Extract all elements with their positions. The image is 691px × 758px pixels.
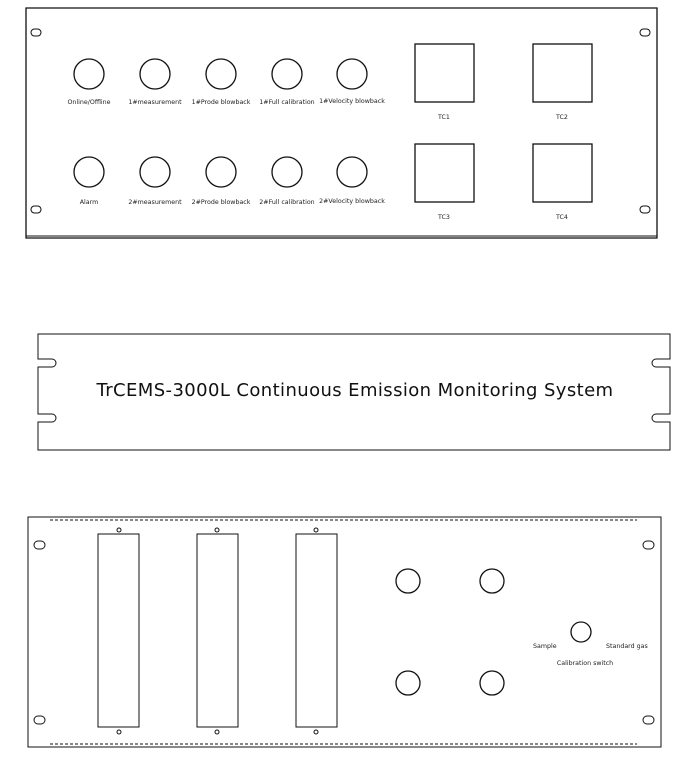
full-calibration-2-label: 2#Full calibration [259, 199, 314, 206]
velocity-blowback-1-label: 1#Velocity blowback [319, 98, 385, 105]
module-slot-3 [295, 533, 338, 728]
module-slot-2 [196, 533, 239, 728]
probe-blowback-2-label: 2#Prode blowback [192, 199, 251, 206]
measurement-2-button[interactable] [139, 156, 171, 188]
probe-blowback-1-button[interactable] [205, 58, 237, 90]
full-calibration-1-label: 1#Full calibration [259, 99, 314, 106]
temperature-controller-tc3[interactable] [414, 143, 475, 203]
tc4-label: TC4 [555, 214, 568, 221]
gas-connector [395, 670, 421, 696]
nameplate-outline [37, 333, 671, 451]
screw-hole [214, 527, 220, 533]
gas-connector [479, 670, 505, 696]
mounting-slot [30, 28, 42, 37]
tc1-label: TC1 [437, 114, 450, 121]
sample-label: Sample [533, 643, 557, 650]
measurement-2-label: 2#measurement [128, 199, 182, 206]
control-panel-outline [25, 7, 658, 239]
nameplate-panel: TrCEMS-3000L Continuous Emission Monitor… [37, 333, 671, 451]
screw-hole [313, 527, 319, 533]
screw-hole [116, 527, 122, 533]
screw-hole [116, 729, 122, 735]
screw-hole [313, 729, 319, 735]
velocity-blowback-2-label: 2#Velocity blowback [319, 198, 385, 205]
probe-blowback-2-button[interactable] [205, 156, 237, 188]
online-offline-label: Online/Offline [67, 99, 110, 106]
mounting-slot [33, 540, 46, 550]
mounting-slot [642, 715, 655, 725]
tc3-label: TC3 [437, 214, 450, 221]
calibration-switch-label: Calibration switch [557, 660, 613, 667]
measurement-1-label: 1#measurement [128, 99, 182, 106]
control-panel: Online/Offline 1#measurement 1#Prode blo… [25, 7, 658, 239]
mounting-slot [30, 205, 42, 214]
velocity-blowback-2-button[interactable] [336, 156, 368, 188]
system-title: TrCEMS-3000L Continuous Emission Monitor… [96, 380, 614, 401]
mounting-slot [642, 540, 655, 550]
temperature-controller-tc4[interactable] [532, 143, 593, 203]
temperature-controller-tc2[interactable] [532, 43, 593, 103]
full-calibration-2-button[interactable] [271, 156, 303, 188]
measurement-1-button[interactable] [139, 58, 171, 90]
module-panel: Sample Standard gas Calibration switch [27, 516, 662, 748]
alarm-button[interactable] [73, 156, 105, 188]
probe-blowback-1-label: 1#Prode blowback [192, 99, 251, 106]
mounting-slot [33, 715, 46, 725]
temperature-controller-tc1[interactable] [414, 43, 475, 103]
online-offline-button[interactable] [73, 58, 105, 90]
full-calibration-1-button[interactable] [271, 58, 303, 90]
mounting-slot [639, 205, 651, 214]
module-slot-1 [97, 533, 140, 728]
standard-gas-label: Standard gas [606, 643, 648, 650]
gas-connector [395, 568, 421, 594]
calibration-switch[interactable] [570, 621, 592, 643]
screw-hole [214, 729, 220, 735]
velocity-blowback-1-button[interactable] [336, 58, 368, 90]
alarm-label: Alarm [80, 199, 99, 206]
module-panel-outline [27, 516, 662, 748]
gas-connector [479, 568, 505, 594]
tc2-label: TC2 [555, 114, 568, 121]
mounting-slot [639, 28, 651, 37]
